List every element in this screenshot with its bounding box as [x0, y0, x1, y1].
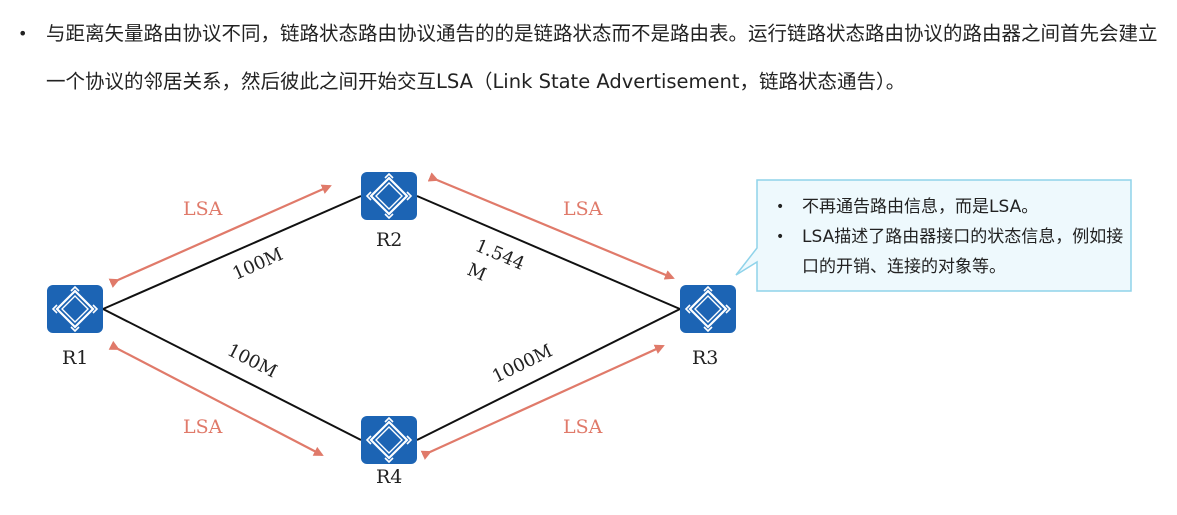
lsa-label-top-right: LSA: [563, 198, 603, 220]
link-label-r2-r3-line2: M: [464, 259, 489, 286]
intro-bullet: •: [18, 24, 28, 43]
router-r3-icon: [678, 283, 738, 335]
router-r3-label: R3: [692, 347, 718, 369]
link-label-r1-r4: 100M: [224, 340, 281, 383]
router-r1-icon: [45, 283, 105, 335]
lsa-arrow-r1-r2: [108, 184, 332, 288]
link-label-r4-r3: 1000M: [489, 340, 556, 387]
intro-text: 与距离矢量路由协议不同，链路状态路由协议通告的的是链路状态而不是路由表。运行链路…: [46, 22, 1158, 93]
callout-item-1: • 不再通告路由信息，而是LSA。: [770, 192, 1140, 222]
router-r2-label: R2: [376, 229, 402, 251]
router-r4-label: R4: [376, 466, 402, 488]
link-r1-r4: [102, 308, 362, 441]
callout-item-1-text: 不再通告路由信息，而是LSA。: [802, 197, 1039, 217]
callout-box: [735, 179, 1132, 292]
lsa-arrow-r1-r4: [108, 340, 324, 456]
intro-paragraph: • 与距离矢量路由协议不同，链路状态路由协议通告的的是链路状态而不是路由表。运行…: [18, 10, 1163, 106]
link-r4-r3: [416, 308, 681, 441]
link-r1-r2: [102, 195, 362, 310]
lsa-label-top-left: LSA: [183, 198, 223, 220]
callout-item-2-text: LSA描述了路由器接口的状态信息，例如接口的开销、连接的对象等。: [802, 227, 1124, 277]
lsa-arrow-r2-r3: [427, 172, 675, 280]
lsa-arrow-r4-r3: [420, 344, 665, 460]
callout-bullet-1: •: [776, 199, 785, 215]
lsa-label-bottom-left: LSA: [183, 416, 223, 438]
router-r4-icon: [359, 414, 419, 466]
lsa-label-bottom-right: LSA: [563, 416, 603, 438]
callout-item-2: • LSA描述了路由器接口的状态信息，例如接口的开销、连接的对象等。: [770, 222, 1140, 282]
callout-bullet-2: •: [776, 229, 785, 245]
router-r1-label: R1: [62, 347, 88, 369]
callout-content: • 不再通告路由信息，而是LSA。 • LSA描述了路由器接口的状态信息，例如接…: [770, 192, 1140, 282]
link-r2-r3: [416, 195, 681, 310]
router-r2-icon: [359, 170, 419, 222]
